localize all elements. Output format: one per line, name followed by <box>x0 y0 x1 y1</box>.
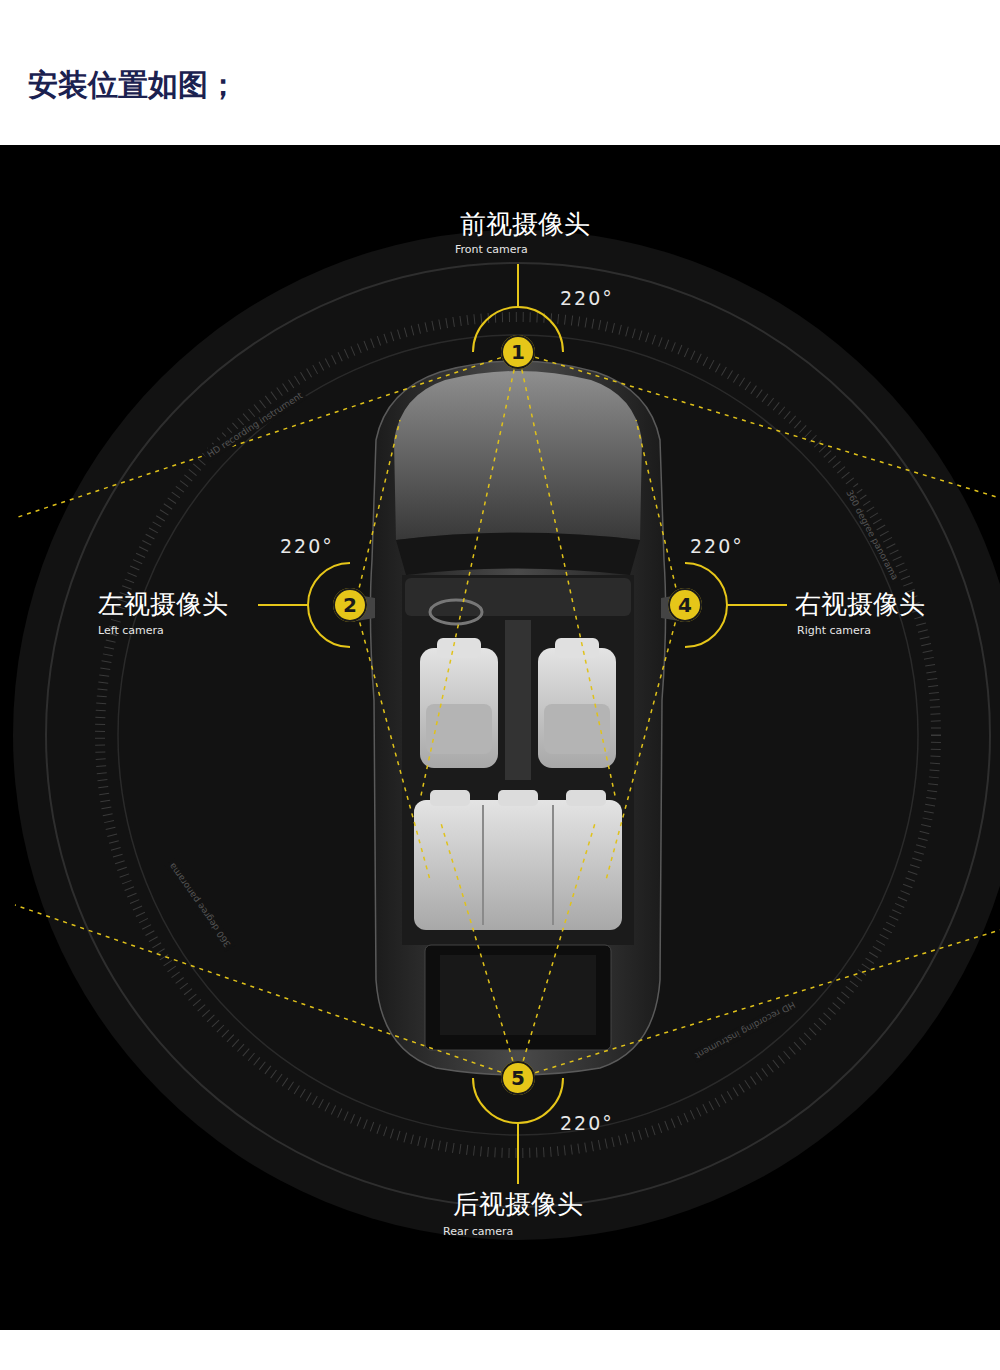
trunk-floor <box>440 955 596 1035</box>
car-hood <box>394 371 642 540</box>
view-line <box>355 420 400 605</box>
tick-ring <box>100 317 936 1153</box>
leader-line <box>517 264 519 307</box>
steering-wheel <box>430 600 482 624</box>
headrest <box>555 638 599 658</box>
watermark: 360 degree panorama <box>842 485 903 585</box>
rear-bench <box>414 800 622 930</box>
headrest <box>566 790 606 806</box>
seat-cushion <box>426 704 492 754</box>
view-line <box>440 820 518 1078</box>
view-angle: 220° <box>560 1113 614 1135</box>
leader-line <box>727 604 787 606</box>
car <box>350 361 686 1075</box>
center-console <box>505 620 531 780</box>
camera-name: 后视摄像头 <box>453 1190 583 1220</box>
windshield <box>396 533 640 576</box>
view-line <box>518 820 596 1078</box>
seat-seam <box>552 805 554 925</box>
headrest <box>437 638 481 658</box>
view-line <box>636 420 680 605</box>
view-line <box>15 905 518 1078</box>
camera-name: 右视摄像头 <box>795 590 925 620</box>
view-line <box>606 605 680 880</box>
seat-seam <box>482 805 484 925</box>
car-body <box>370 361 665 1075</box>
callout-number: 2 <box>343 595 357 615</box>
camera-name-en: Rear camera <box>443 1226 513 1239</box>
leader-line <box>517 1123 519 1184</box>
camera-marker: 1 <box>501 335 535 369</box>
page-title: 安装位置如图； <box>28 68 238 103</box>
leader-line <box>258 604 308 606</box>
dial-rings <box>13 230 1000 1240</box>
callout-number: 4 <box>678 595 692 615</box>
headrest <box>498 790 538 806</box>
view-line <box>518 352 1000 498</box>
camera-name-en: Left camera <box>98 625 164 638</box>
view-line <box>518 352 616 800</box>
seat-cushion <box>544 704 610 754</box>
view-line <box>355 605 430 880</box>
view-field-lines <box>15 352 1000 1078</box>
camera-name-en: Right camera <box>797 625 871 638</box>
view-angle: 220° <box>690 536 744 558</box>
inner-ring <box>118 335 918 1135</box>
camera-name-en: Front camera <box>455 244 528 257</box>
watermark: 360 degree panorama <box>164 858 235 952</box>
camera-name: 左视摄像头 <box>98 590 228 620</box>
outer-disc <box>13 230 1000 1240</box>
view-angle: 220° <box>280 536 334 558</box>
watermark: HD recording instrument <box>202 388 307 462</box>
camera-marker: 4 <box>668 588 702 622</box>
view-line <box>420 352 518 800</box>
camera-marker: 2 <box>333 588 367 622</box>
callout-number: 1 <box>511 342 525 362</box>
camera-marker: 5 <box>501 1061 535 1095</box>
callout-number: 5 <box>511 1068 525 1088</box>
cabin-floor <box>402 575 634 945</box>
view-line <box>15 352 518 518</box>
outer-ring <box>46 263 990 1207</box>
trunk <box>425 945 611 1050</box>
dashboard <box>405 578 631 616</box>
view-angle: 220° <box>560 288 614 310</box>
watermark: HD recording instrument <box>690 997 800 1063</box>
view-line <box>518 930 1000 1078</box>
camera-name: 前视摄像头 <box>460 210 590 240</box>
headrest <box>430 790 470 806</box>
